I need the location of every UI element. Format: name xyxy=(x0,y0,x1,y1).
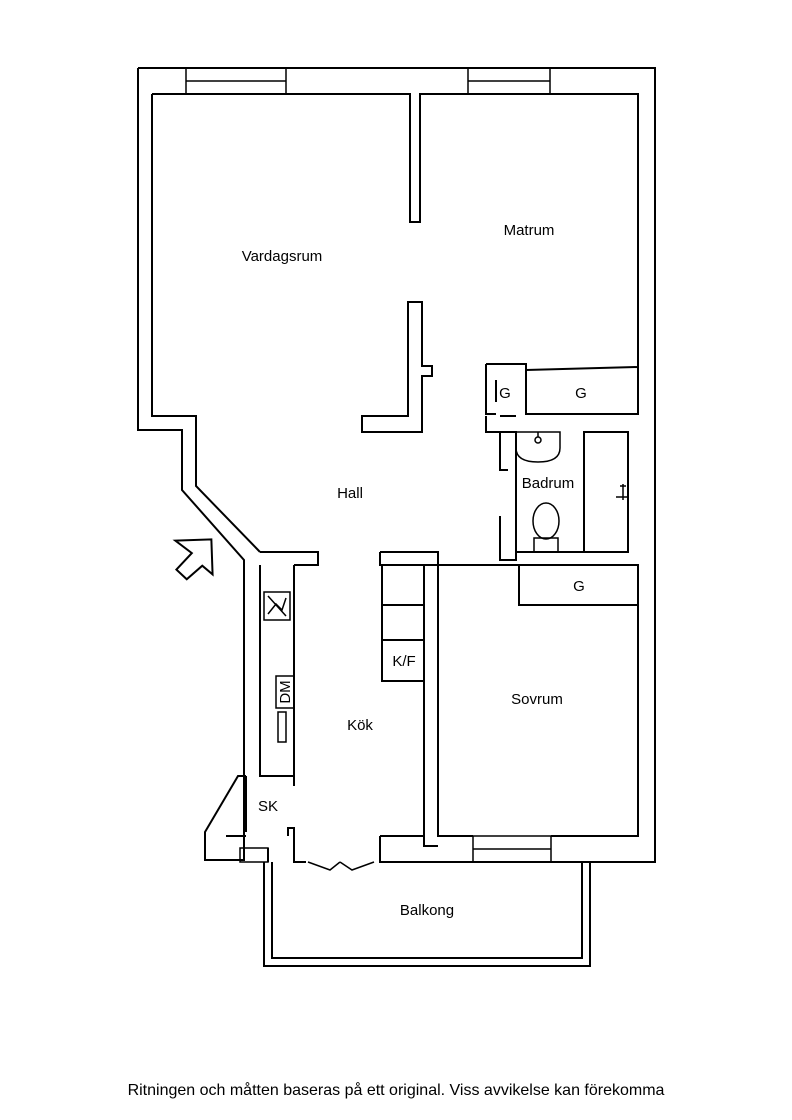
room-label-badrum: Badrum xyxy=(522,475,575,492)
disclaimer-text: Ritningen och måtten baseras på ett orig… xyxy=(127,1082,665,1099)
room-label-kok: Kök xyxy=(347,717,373,734)
room-label-hall: Hall xyxy=(337,485,363,502)
shower-icon xyxy=(616,484,628,500)
exterior-walls xyxy=(137,67,656,863)
toilet-icon xyxy=(532,502,560,553)
closet-label-3: G xyxy=(573,578,585,595)
room-label-vardagsrum: Vardagsrum xyxy=(242,248,323,265)
arrow-icon xyxy=(172,538,214,581)
closet-label-2: G xyxy=(575,385,587,402)
sink-icon xyxy=(515,431,561,463)
interior-walls xyxy=(226,301,639,863)
room-label-skafferi: SK xyxy=(258,798,278,815)
closet-label-1: G xyxy=(499,385,511,402)
room-label-sovrum: Sovrum xyxy=(511,691,563,708)
balcony xyxy=(263,861,591,967)
dishwasher-label: DM xyxy=(277,680,294,703)
room-label-balkong: Balkong xyxy=(400,902,454,919)
fridge-label: K/F xyxy=(392,653,415,670)
room-label-matrum: Matrum xyxy=(504,222,555,239)
stove-icon xyxy=(263,591,291,621)
